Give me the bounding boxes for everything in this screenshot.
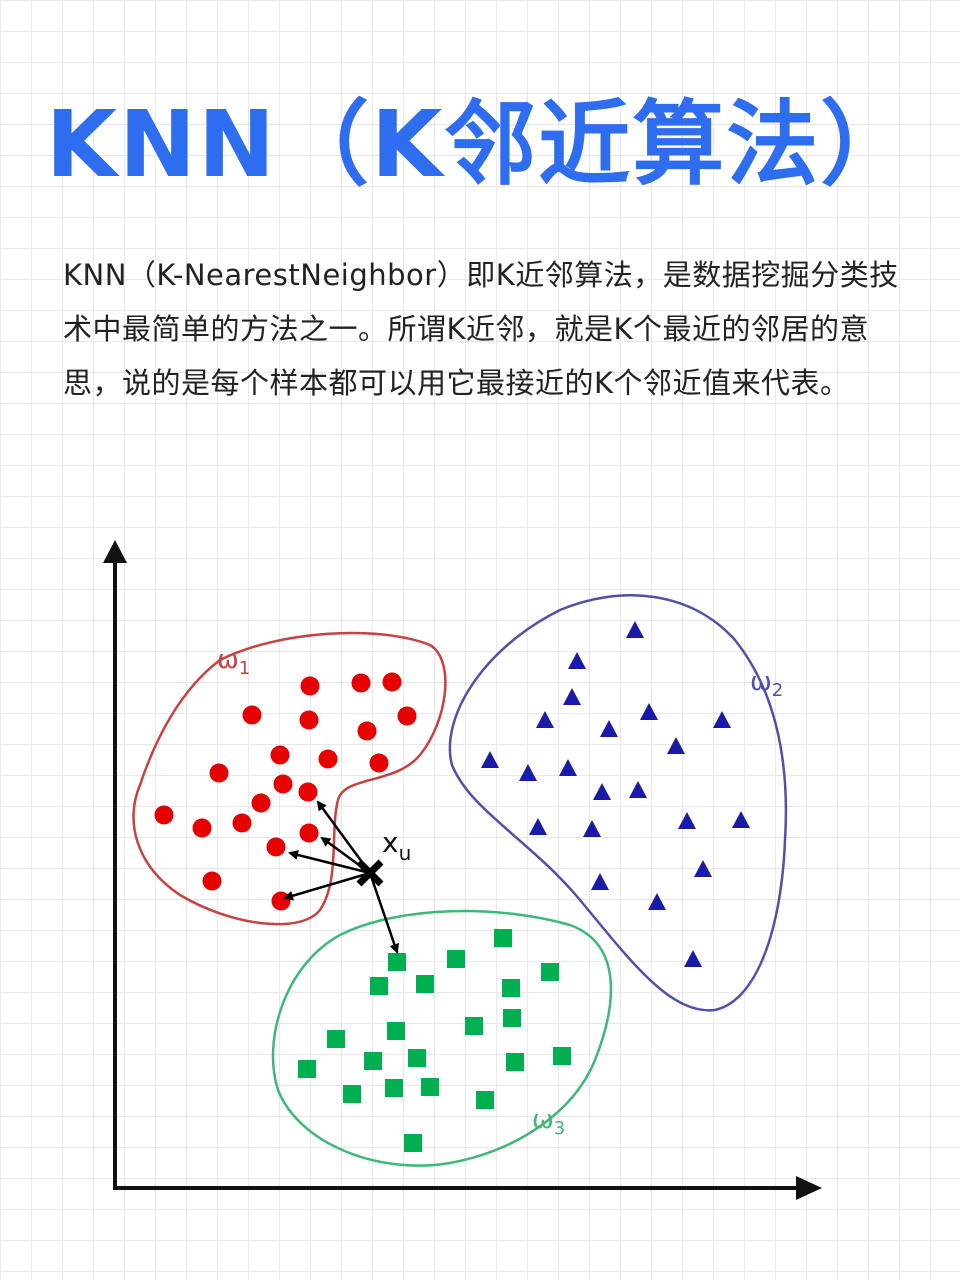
class1-point <box>357 721 377 741</box>
class1-point <box>397 706 417 726</box>
class1-point <box>251 793 271 813</box>
class3-point <box>298 1060 316 1078</box>
class3-point <box>388 953 406 971</box>
class1-point <box>382 672 402 692</box>
class2-point <box>600 720 618 737</box>
neighbor-arrow <box>368 872 400 954</box>
class1-point <box>242 705 262 725</box>
class2-point <box>713 711 731 728</box>
class2-point <box>629 781 647 798</box>
class1-point <box>318 749 338 769</box>
neighbor-arrow <box>288 850 371 875</box>
class3-point <box>364 1052 382 1070</box>
class2-point <box>678 812 696 829</box>
class3-point <box>506 1053 524 1071</box>
class2-point <box>684 950 702 967</box>
page-title: KNN（K邻近算法） <box>45 91 915 198</box>
class1-point <box>300 676 320 696</box>
class3-label: ω3 <box>532 1105 565 1139</box>
class3-point <box>370 977 388 995</box>
class3-point <box>503 1009 521 1027</box>
query-point-icon <box>356 859 384 887</box>
class2-boundary <box>448 594 788 1012</box>
class2-point <box>583 820 601 837</box>
class2-label: ω2 <box>750 667 783 701</box>
neighbor-arrow <box>283 871 371 901</box>
class2-point <box>519 764 537 781</box>
class1-point <box>154 805 174 825</box>
class3-point <box>476 1091 494 1109</box>
class2-point <box>667 737 685 754</box>
class3-point <box>343 1085 361 1103</box>
class1-point <box>299 710 319 730</box>
axes <box>103 540 822 1200</box>
class3-point <box>408 1049 426 1067</box>
knn-diagram: ω1 ω2 ω3 xu <box>103 540 822 1200</box>
description-text: KNN（K-NearestNeighbor）即K近邻算法，是数据挖掘分类技术中最… <box>63 258 899 400</box>
class2-point <box>648 893 666 910</box>
class1-point <box>192 818 212 838</box>
class3-point <box>502 979 520 997</box>
class1-point <box>202 871 222 891</box>
y-axis-arrow-icon <box>103 540 127 563</box>
class3-point <box>541 963 559 981</box>
neighbor-arrows <box>283 800 400 954</box>
class2-point <box>529 818 547 835</box>
class2-point <box>481 751 499 768</box>
class3-point <box>416 975 434 993</box>
class2-point <box>559 759 577 776</box>
class1-point <box>232 813 252 833</box>
class1-point <box>369 753 389 773</box>
class1-point <box>351 673 371 693</box>
class1-point <box>266 837 286 857</box>
class1-point <box>209 763 229 783</box>
class2-point <box>640 703 658 720</box>
x-axis-arrow-icon <box>796 1176 822 1200</box>
class3-point <box>421 1078 439 1096</box>
class1-point <box>299 823 319 843</box>
class3-point <box>385 1079 403 1097</box>
class3-boundary <box>271 909 613 1167</box>
class2-point <box>536 711 554 728</box>
query-label: xu <box>382 826 411 865</box>
class2-point <box>694 860 712 877</box>
class2-point <box>563 688 581 705</box>
class2-point <box>732 811 750 828</box>
class1-point <box>271 891 291 911</box>
class3-point <box>387 1022 405 1040</box>
class3-point <box>553 1047 571 1065</box>
class3-point <box>404 1134 422 1152</box>
class1-point <box>273 774 293 794</box>
class3-point <box>327 1030 345 1048</box>
class2-point <box>568 652 586 669</box>
class3-point <box>494 929 512 947</box>
class1-boundary <box>132 631 447 926</box>
class2-point <box>591 873 609 890</box>
class2-point <box>626 621 644 638</box>
class3-point <box>465 1017 483 1035</box>
class3-point <box>447 950 465 968</box>
class1-point <box>270 745 290 765</box>
class2-point <box>593 783 611 800</box>
class1-label: ω1 <box>217 645 250 679</box>
class1-point <box>298 782 318 802</box>
